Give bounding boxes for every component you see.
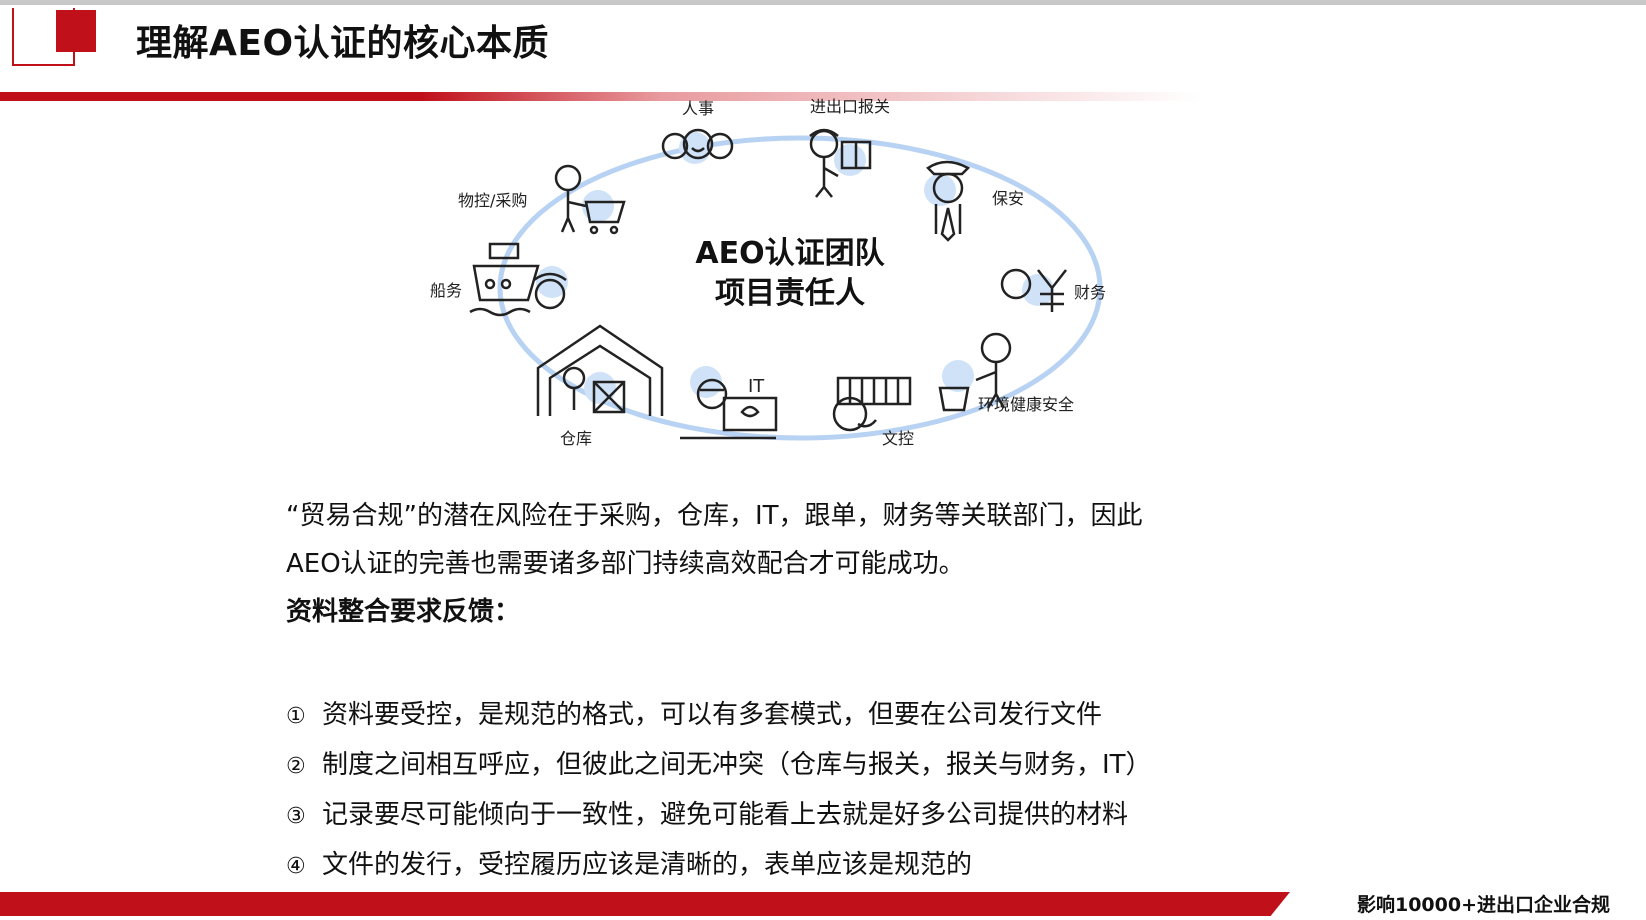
dept-label-warehouse: 仓库 — [560, 429, 592, 448]
feedback-list: ① 资料要受控，是规范的格式，可以有多套模式，但要在公司发行文件 ② 制度之间相互呼… — [286, 690, 1286, 890]
aeo-team-diagram: AEO认证团队 项目责任人 人事 进出口报关 保安 财务 环境健康安全 — [430, 98, 1106, 448]
person-icon — [661, 128, 734, 164]
list-item-text: 文件的发行，受控履历应该是清晰的，表单应该是规范的 — [322, 850, 973, 880]
intro-line-1: “贸易合规”的潜在风险在于采购，仓库，IT，跟单，财务等关联部门，因此 — [286, 501, 1143, 531]
filing-cabinet-icon — [832, 376, 912, 432]
ship-icon — [469, 242, 568, 317]
list-item: ① 资料要受控，是规范的格式，可以有多套模式，但要在公司发行文件 — [286, 690, 1286, 740]
dept-label-hr: 人事 — [682, 99, 714, 118]
diagram-center-line2: 项目责任人 — [715, 276, 865, 311]
team-ring — [497, 135, 1103, 441]
dept-label-it: IT — [748, 376, 765, 397]
customs-worker-icon — [809, 128, 872, 198]
top-rule — [0, 0, 1646, 5]
footer-slogan: 影响10000+进出口企业合规 — [1356, 894, 1610, 916]
dept-label-doc-control: 文控 — [882, 429, 914, 448]
dept-label-finance: 财务 — [1074, 283, 1106, 302]
list-item-text: 资料要受控，是规范的格式，可以有多套模式，但要在公司发行文件 — [322, 700, 1103, 730]
laptop-icon — [680, 366, 778, 440]
yuan-icon — [1000, 268, 1067, 312]
security-guard-icon — [924, 160, 971, 242]
list-item-text: 制度之间相互呼应，但彼此之间无冲突（仓库与报关，报关与财务，IT） — [322, 750, 1152, 780]
logo-square-icon — [56, 10, 96, 52]
dept-label-procurement: 物控/采购 — [458, 191, 527, 210]
footer-band — [0, 892, 1290, 916]
page-title: 理解AEO认证的核心本质 — [136, 23, 550, 64]
shopping-cart-icon — [554, 164, 626, 235]
list-item-number: ④ — [286, 854, 306, 879]
feedback-heading: 资料整合要求反馈： — [286, 597, 521, 627]
list-item-number: ① — [286, 704, 306, 729]
dept-label-ehs: 环境健康安全 — [978, 395, 1074, 414]
diagram-center-line1: AEO认证团队 — [695, 236, 885, 271]
list-item-number: ③ — [286, 804, 306, 829]
list-item: ③ 记录要尽可能倾向于一致性，避免可能看上去就是好多公司提供的材料 — [286, 790, 1286, 840]
dept-label-customs: 进出口报关 — [810, 98, 890, 116]
list-item: ② 制度之间相互呼应，但彼此之间无冲突（仓库与报关，报关与财务，IT） — [286, 740, 1286, 790]
intro-line-2: AEO认证的完善也需要诸多部门持续高效配合才可能成功。 — [286, 549, 965, 579]
dept-label-shipping: 船务 — [430, 281, 462, 300]
list-item-number: ② — [286, 754, 306, 779]
title-divider — [0, 92, 1200, 101]
warehouse-icon — [536, 324, 664, 416]
recycle-bin-icon — [938, 332, 1012, 412]
dept-label-security: 保安 — [992, 189, 1024, 208]
list-item-text: 记录要尽可能倾向于一致性，避免可能看上去就是好多公司提供的材料 — [322, 800, 1129, 830]
list-item: ④ 文件的发行，受控履历应该是清晰的，表单应该是规范的 — [286, 840, 1286, 890]
intro-section: “贸易合规”的潜在风险在于采购，仓库，IT，跟单，财务等关联部门，因此 AEO认… — [286, 492, 1286, 636]
